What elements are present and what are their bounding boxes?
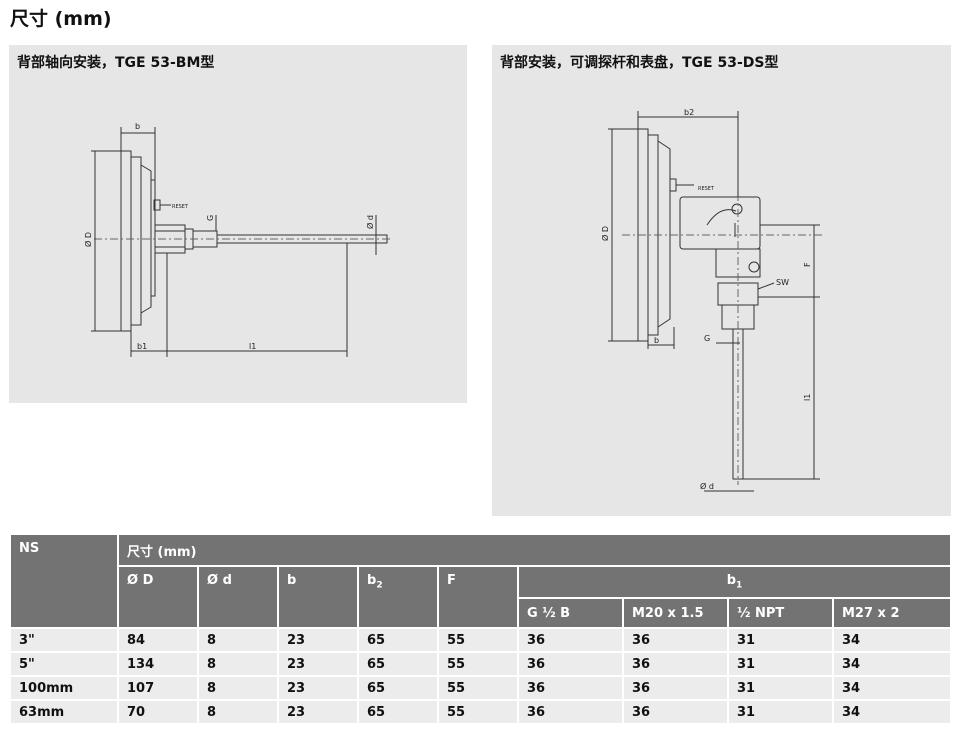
table-cell-F: 55 (437, 627, 519, 653)
table-cell-ns: 100mm (9, 675, 119, 701)
col-b2-header: b2 (357, 565, 439, 629)
sub-npt-header: ½ NPT (727, 597, 834, 629)
table-cell-D: 70 (117, 699, 199, 725)
ns-header: NS (9, 533, 119, 629)
table-cell-m27: 34 (831, 675, 953, 701)
diagram-panel-ds: 背部安装，可调探杆和表盘，TGE 53-DS型 (492, 45, 951, 516)
table-cell-ns: 63mm (9, 699, 119, 725)
table-cell-b2: 65 (357, 627, 439, 653)
table-cell-m20: 36 (622, 627, 729, 653)
dim-d-label: Ø d (365, 215, 375, 229)
table-cell-b: 23 (277, 699, 359, 725)
table-cell-g: 36 (517, 675, 624, 701)
table-cell-F: 55 (437, 699, 519, 725)
table-cell-b2: 65 (357, 675, 439, 701)
reset-label-ds: RESET (698, 186, 715, 192)
dim-b1-label: b1 (137, 342, 147, 351)
panel-title-ds: 背部安装，可调探杆和表盘，TGE 53-DS型 (500, 55, 779, 71)
table-cell-m27: 34 (831, 699, 953, 725)
page-title: 尺寸 (mm) (10, 8, 112, 30)
dim-g-label: G (206, 215, 215, 221)
table-cell-d: 8 (197, 651, 279, 677)
dims-header: 尺寸 (mm) (116, 533, 953, 567)
table-cell-g: 36 (517, 699, 624, 725)
table-cell-b: 23 (277, 675, 359, 701)
dim-l1-label-ds: l1 (803, 394, 812, 401)
dim-b-label-ds: b (654, 336, 659, 345)
sub-m20-header: M20 x 1.5 (622, 597, 729, 629)
table-cell-g: 36 (517, 651, 624, 677)
table-cell-npt: 31 (727, 651, 834, 677)
diagram-ds: b2 RESET Ø D F SW b G l1 Ø d (600, 108, 822, 492)
table-cell-ns: 3" (9, 627, 119, 653)
table-cell-m27: 34 (831, 651, 953, 677)
table-cell-m27: 34 (831, 627, 953, 653)
col-b1-header: b1 (516, 565, 953, 599)
reset-label: RESET (172, 204, 189, 210)
diagram-panel-bm: 背部轴向安装，TGE 53-BM型 (9, 45, 467, 403)
table-cell-d: 8 (197, 627, 279, 653)
sub-g-header: G ½ B (517, 597, 624, 629)
table-cell-D: 107 (117, 675, 199, 701)
table-cell-m20: 36 (622, 675, 729, 701)
sub-m27-header: M27 x 2 (831, 597, 953, 629)
dim-l1-label: l1 (249, 342, 256, 351)
table-cell-D: 84 (117, 627, 199, 653)
table-cell-F: 55 (437, 651, 519, 677)
panel-title-bm: 背部轴向安装，TGE 53-BM型 (17, 55, 215, 71)
table-cell-F: 55 (437, 675, 519, 701)
table-cell-ns: 5" (9, 651, 119, 677)
table-cell-b2: 65 (357, 651, 439, 677)
col-b-header: b (277, 565, 359, 629)
table-cell-d: 8 (197, 699, 279, 725)
table-cell-m20: 36 (622, 699, 729, 725)
table-cell-npt: 31 (727, 627, 834, 653)
table-cell-b: 23 (277, 627, 359, 653)
dimensions-table: NS 尺寸 (mm) Ø D Ø d b b2 F b1 G ½ B M20 x… (9, 533, 953, 725)
table-cell-npt: 31 (727, 699, 834, 725)
col-D-header: Ø D (117, 565, 199, 629)
table-cell-m20: 36 (622, 651, 729, 677)
dim-D-label: Ø D (83, 232, 93, 247)
dim-g-label-ds: G (704, 334, 710, 343)
dim-F-label: F (803, 262, 812, 267)
table-cell-b2: 65 (357, 699, 439, 725)
dim-b2-label: b2 (684, 108, 694, 117)
table-cell-d: 8 (197, 675, 279, 701)
dim-d-label-ds: Ø d (700, 481, 714, 491)
table-cell-npt: 31 (727, 675, 834, 701)
sw-label: SW (776, 278, 789, 287)
table-cell-b: 23 (277, 651, 359, 677)
dim-D-label-ds: Ø D (600, 226, 610, 241)
col-d-header: Ø d (197, 565, 279, 629)
table-cell-g: 36 (517, 627, 624, 653)
diagram-bm: b RESET G Ø d Ø D b1 l1 (83, 122, 391, 357)
dim-b-label: b (135, 122, 140, 131)
table-cell-D: 134 (117, 651, 199, 677)
col-F-header: F (437, 565, 519, 629)
